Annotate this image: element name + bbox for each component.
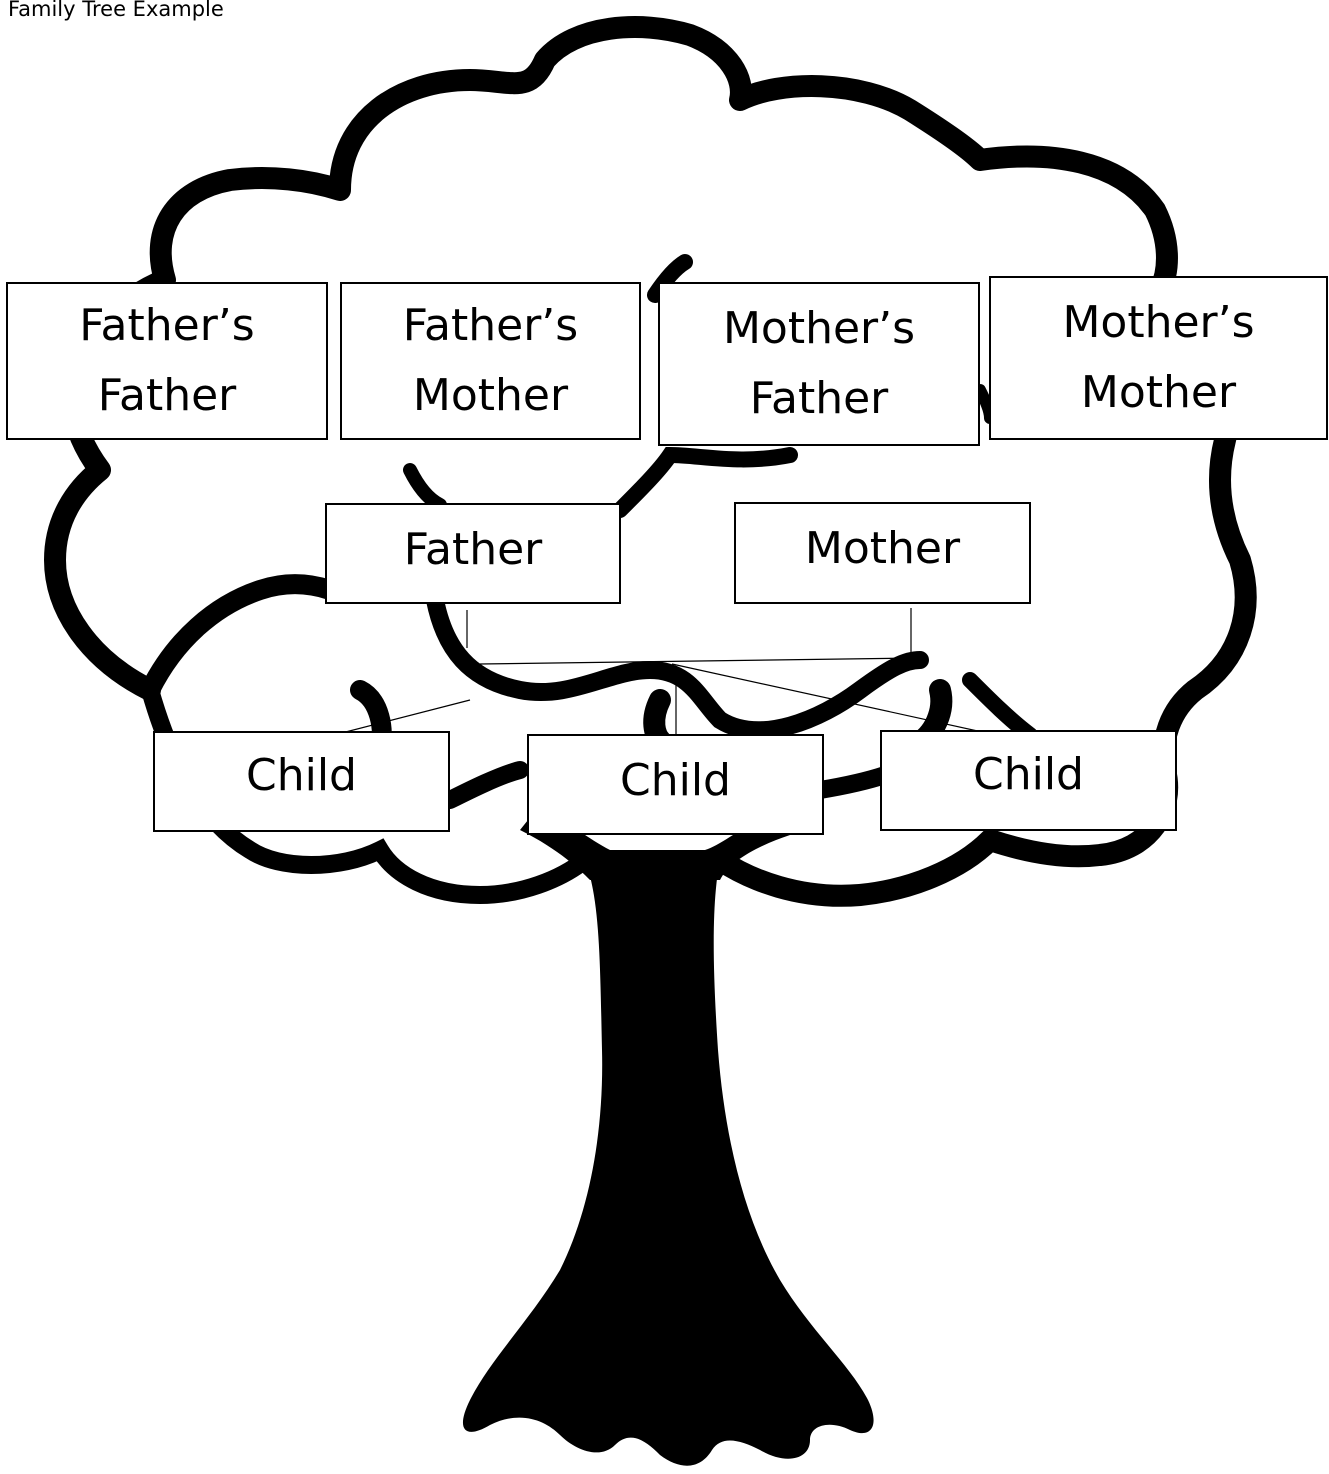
node-father: Father (325, 503, 621, 604)
node-label-line-1: Mother’s (1062, 297, 1255, 348)
node-label-line-2: Father (97, 370, 237, 421)
node-label-line-1: Father’s (79, 300, 255, 351)
node-child-1: Child (153, 731, 450, 832)
node-label-line-1: Mother’s (722, 303, 916, 354)
node-label: Child (973, 749, 1084, 800)
node-mothers-mother: Mother’s Mother (989, 276, 1328, 440)
node-label-line-2: Mother (412, 370, 569, 421)
node-mother: Mother (734, 502, 1031, 604)
tree-trunk (462, 860, 874, 1466)
node-label: Child (620, 755, 731, 806)
node-label: Mother (804, 523, 961, 574)
node-label-line-1: Father’s (402, 300, 579, 351)
node-child-3: Child (880, 730, 1177, 831)
node-label: Father (403, 524, 543, 575)
page-title: Family Tree Example (8, 0, 224, 21)
node-fathers-mother: Father’s Mother (340, 282, 641, 440)
node-fathers-father: Father’s Father (6, 282, 328, 440)
node-label: Child (246, 750, 357, 801)
node-label-line-2: Mother (1080, 367, 1237, 418)
connector-lines (329, 608, 1006, 738)
node-child-2: Child (527, 734, 824, 835)
node-label-line-2: Father (749, 373, 889, 424)
node-mothers-father: Mother’s Father (658, 282, 980, 446)
